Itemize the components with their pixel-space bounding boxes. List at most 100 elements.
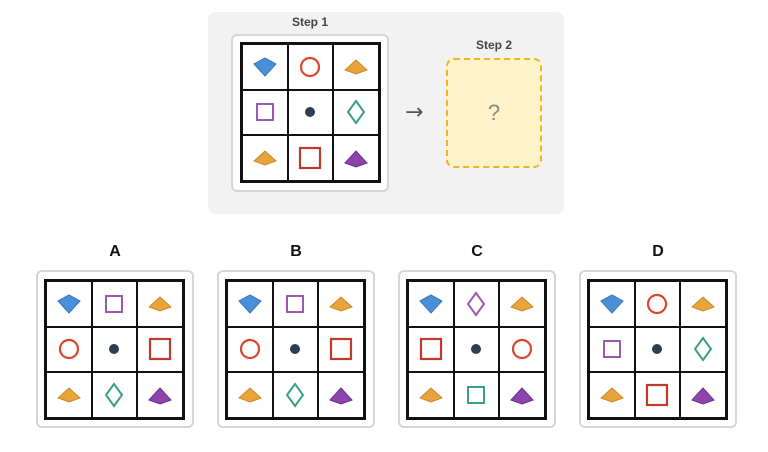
purple-square-shape (286, 294, 305, 313)
teal-diamond-icon (689, 335, 717, 363)
red-circle-icon (296, 53, 324, 81)
teal-diamond-icon (281, 381, 309, 409)
option-d-cell-2 (634, 281, 681, 327)
step1-cell-1 (242, 44, 288, 90)
purple-pentagon-icon (689, 381, 717, 409)
option-a-cell-4 (46, 326, 92, 373)
option-d-cell-7 (589, 372, 635, 418)
teal-diamond-shape (286, 382, 305, 408)
answer-placeholder: ? (446, 58, 542, 168)
purple-pentagon-icon (146, 381, 174, 409)
purple-pentagon-icon (342, 144, 370, 172)
option-a-label: A (109, 243, 121, 260)
option-b-cell-7 (227, 372, 273, 418)
option-a-grid (44, 279, 185, 420)
step1-cell-2 (287, 44, 334, 90)
option-c-label: C (471, 243, 483, 260)
blue-pentagon-shape (419, 294, 443, 314)
orange-diamond-shape (691, 296, 716, 312)
option-a-cell-8 (91, 372, 138, 418)
option-b-cell-2 (272, 281, 319, 327)
purple-square-shape (255, 103, 274, 122)
blue-pentagon-shape (57, 294, 81, 314)
red-circle-shape (239, 339, 260, 360)
orange-diamond-icon (508, 290, 536, 318)
black-dot-shape (109, 344, 120, 355)
purple-pentagon-icon (327, 381, 355, 409)
red-circle-icon (55, 335, 83, 363)
step1-label: Step 1 (291, 15, 328, 29)
option-c-cell-6 (499, 326, 545, 373)
red-circle-shape (512, 339, 533, 360)
step1-cell-6 (333, 89, 379, 136)
blue-pentagon-icon (417, 290, 445, 318)
black-dot-icon (281, 335, 309, 363)
red-circle-shape (58, 339, 79, 360)
option-a-cell-9 (137, 372, 183, 418)
option-d-cell-6 (680, 326, 726, 373)
option-c-cell-8 (453, 372, 500, 418)
teal-square-icon (462, 381, 490, 409)
teal-square-shape (467, 386, 486, 405)
red-circle-icon (508, 335, 536, 363)
option-c-cell-3 (499, 281, 545, 327)
option-d-cell-1 (589, 281, 635, 327)
teal-diamond-shape (105, 382, 124, 408)
teal-diamond-shape (346, 99, 366, 126)
orange-diamond-shape (252, 150, 277, 166)
option-c-cell-9 (499, 372, 545, 418)
red-circle-shape (300, 56, 321, 77)
red-square-icon (327, 335, 355, 363)
purple-square-icon (100, 290, 128, 318)
red-circle-icon (236, 335, 264, 363)
purple-square-shape (602, 340, 621, 359)
option-b-cell-1 (227, 281, 273, 327)
option-d-cell-8 (634, 372, 681, 418)
option-d-cell-3 (680, 281, 726, 327)
black-dot-shape (290, 344, 301, 355)
option-b-cell-4 (227, 326, 273, 373)
purple-pentagon-icon (508, 381, 536, 409)
black-dot-icon (296, 98, 324, 126)
red-square-shape (646, 384, 669, 407)
orange-diamond-shape (56, 387, 81, 403)
purple-diamond-icon (462, 290, 490, 318)
purple-square-icon (598, 335, 626, 363)
purple-pentagon-shape (691, 387, 716, 405)
purple-pentagon-shape (510, 387, 535, 405)
step2-label: Step 2 (475, 38, 512, 52)
red-square-shape (330, 338, 353, 361)
step1-cell-8 (287, 135, 334, 181)
orange-diamond-shape (329, 296, 354, 312)
red-circle-shape (647, 293, 668, 314)
question-mark: ? (487, 100, 501, 125)
purple-pentagon-shape (329, 387, 354, 405)
teal-diamond-shape (693, 336, 713, 363)
option-b-grid (225, 279, 366, 420)
orange-diamond-icon (417, 381, 445, 409)
purple-pentagon-shape (148, 387, 173, 405)
orange-diamond-shape (510, 296, 535, 312)
option-c-grid (406, 279, 547, 420)
red-square-icon (296, 144, 324, 172)
step1-cell-4 (242, 89, 288, 136)
red-square-icon (643, 381, 671, 409)
option-b-cell-6 (318, 326, 364, 373)
orange-diamond-shape (344, 59, 369, 75)
step1-cell-3 (333, 44, 379, 90)
red-square-shape (149, 338, 172, 361)
option-d-cell-4 (589, 326, 635, 373)
red-square-shape (299, 147, 322, 170)
orange-diamond-shape (599, 387, 624, 403)
arrow-icon: → (405, 100, 424, 125)
black-dot-shape (652, 344, 663, 355)
black-dot-icon (643, 335, 671, 363)
blue-pentagon-icon (55, 290, 83, 318)
blue-pentagon-icon (598, 290, 626, 318)
option-a-cell-5 (91, 326, 138, 373)
black-dot-icon (462, 335, 490, 363)
orange-diamond-icon (598, 381, 626, 409)
option-b-cell-3 (318, 281, 364, 327)
red-square-icon (417, 335, 445, 363)
purple-square-shape (105, 294, 124, 313)
